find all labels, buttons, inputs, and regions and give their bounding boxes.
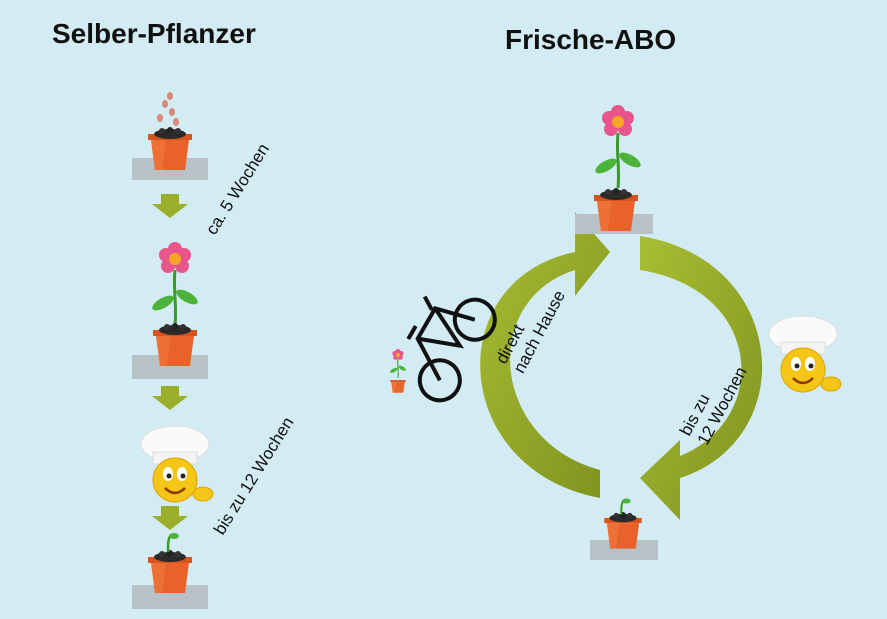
cycle-arrow-right	[640, 236, 763, 520]
cycle-top-flower	[575, 103, 653, 234]
cycle-bottom-sprout	[590, 497, 658, 560]
left-title: Selber-Pflanzer	[52, 18, 256, 49]
cycle-arrow-left	[480, 212, 610, 498]
down-arrow-icon	[152, 194, 188, 218]
step-seeds	[132, 92, 208, 180]
step-flower	[132, 240, 208, 379]
down-arrow-icon	[152, 506, 188, 530]
right-title: Frische-ABO	[505, 24, 677, 55]
down-arrow-icon	[152, 386, 188, 410]
step-sprout	[132, 531, 208, 609]
chef-emoji-icon	[139, 424, 215, 504]
bicycle-icon	[406, 295, 497, 403]
small-flower-pot-icon	[388, 348, 408, 393]
chef-emoji-icon	[767, 314, 843, 394]
